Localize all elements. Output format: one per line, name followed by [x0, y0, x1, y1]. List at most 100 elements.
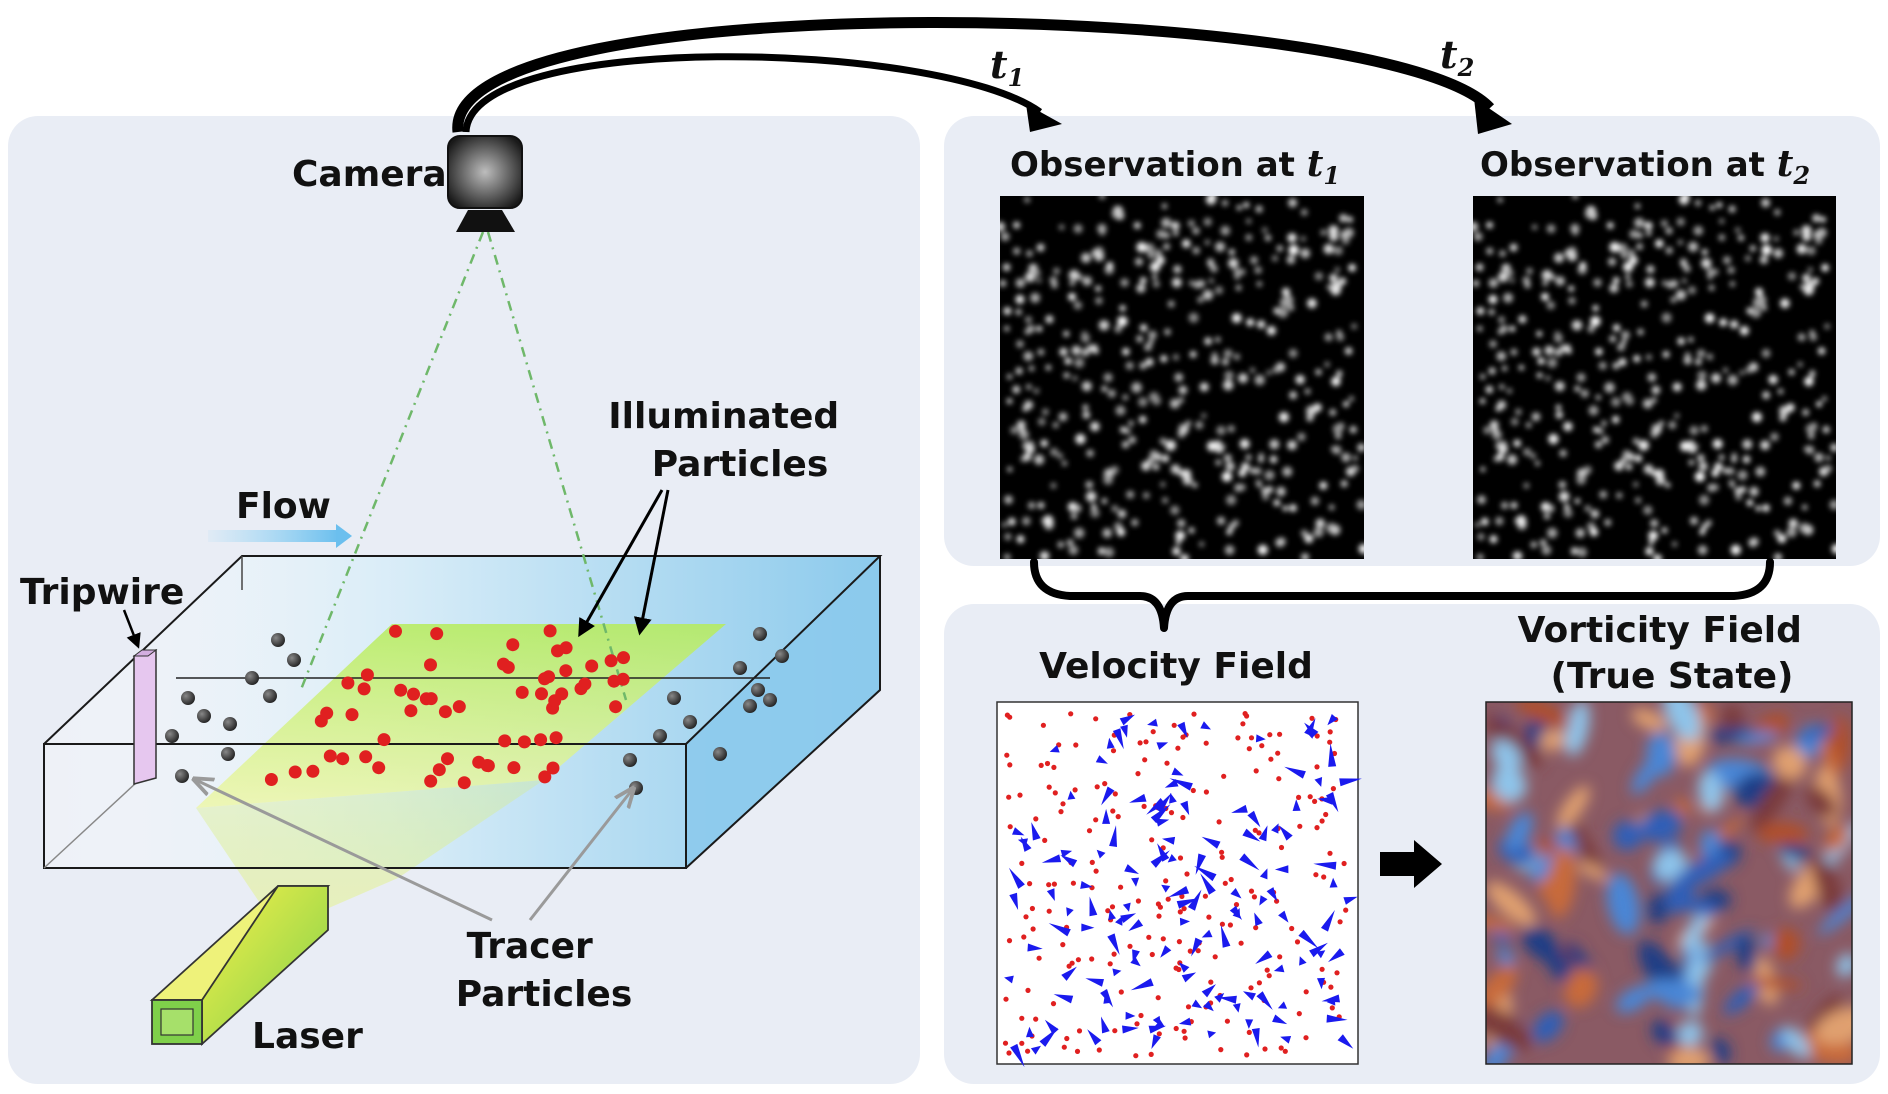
tracer-particle — [713, 747, 727, 761]
illuminated-particle — [389, 624, 402, 638]
observation-t1-title: Observation at t1 — [1010, 143, 1340, 190]
vorticity-field-title: Vorticity Field (True State) — [1518, 610, 1815, 697]
illuminated-particle — [609, 700, 623, 714]
illuminated-particle — [372, 761, 386, 775]
tracer-particle — [175, 769, 189, 783]
t2-label: t2 — [1440, 32, 1474, 82]
illuminated-particle — [430, 627, 444, 641]
illuminated-particle — [394, 683, 408, 697]
illuminated-particle — [515, 685, 529, 699]
illuminated-particle — [432, 763, 446, 777]
illuminated-particle — [542, 670, 556, 684]
illuminated-particle — [419, 692, 433, 706]
tripwire — [122, 609, 158, 785]
tracer-label-line1: Tracer — [467, 926, 593, 967]
observation-t2-title: Observation at t2 — [1480, 143, 1810, 190]
tracer-particle — [223, 717, 237, 731]
illuminated-particle — [574, 682, 588, 696]
illuminated-particle — [438, 705, 452, 719]
tracer-particle — [197, 709, 211, 723]
tracer-particle — [683, 715, 697, 729]
illuminated-pointers — [578, 489, 670, 638]
illuminated-particle — [534, 733, 548, 747]
illuminated-particle — [604, 654, 618, 668]
tracer-particle — [763, 693, 777, 707]
illuminated-particle — [360, 668, 374, 682]
illuminated-particle — [424, 774, 438, 788]
flow-arrow — [208, 524, 352, 548]
illuminated-label: Illuminated Particles — [608, 396, 851, 485]
tracer-particle — [263, 689, 277, 703]
illuminated-particle — [424, 658, 437, 672]
velocity-field-title: Velocity Field — [1039, 646, 1313, 687]
illuminated-particle — [498, 734, 512, 748]
observation-t1-image — [1000, 196, 1364, 559]
tracer-particle — [271, 633, 285, 647]
tracer-pointers — [196, 780, 632, 922]
illuminated-particle — [345, 708, 359, 722]
illuminated-particle — [543, 624, 557, 638]
tracer-particle — [221, 747, 235, 761]
flow-label: Flow — [236, 486, 331, 527]
illuminated-particle — [407, 687, 420, 701]
tracer-particle — [753, 627, 767, 641]
illuminated-particle — [538, 770, 552, 784]
laser-device — [149, 885, 331, 1047]
illuminated-particle — [617, 651, 630, 665]
camera-label: Camera — [292, 154, 447, 195]
camera-icon — [447, 135, 523, 209]
illuminated-particles — [264, 624, 630, 790]
tracer-particles — [165, 627, 789, 795]
arrow-t1 — [462, 53, 1043, 133]
brace — [1030, 558, 1774, 632]
illuminated-particle — [457, 776, 471, 790]
tracer-particle — [751, 683, 765, 697]
tracer-particle — [733, 661, 747, 675]
illuminated-label-line1: Illuminated — [608, 396, 839, 437]
camera — [447, 135, 523, 232]
illuminated-particle — [359, 750, 373, 764]
illuminated-particle — [506, 638, 520, 652]
laser-label: Laser — [252, 1016, 363, 1057]
illuminated-particle — [497, 657, 510, 671]
illuminated-particle — [452, 700, 466, 714]
vorticity-title-line1: Vorticity Field — [1518, 610, 1802, 651]
illuminated-particle — [535, 687, 548, 701]
vorticity-field-image — [1485, 701, 1853, 1065]
illuminated-particle — [551, 644, 564, 658]
tripwire-label: Tripwire — [20, 572, 184, 613]
illuminated-particle — [507, 761, 521, 775]
tracer-particle — [181, 691, 195, 705]
tracer-label: Tracer Particles — [456, 926, 633, 1015]
tracer-particle — [623, 753, 637, 767]
illuminated-particle — [336, 752, 350, 766]
illuminated-particle — [341, 676, 355, 690]
illuminated-particle — [441, 752, 454, 766]
illuminated-particle — [607, 674, 621, 688]
tracer-particle — [165, 729, 179, 743]
vorticity-title-line2: (True State) — [1551, 656, 1794, 697]
illuminated-particle — [377, 733, 391, 747]
observation-t2-image — [1473, 196, 1836, 559]
illuminated-particle — [546, 761, 560, 775]
tracer-particle — [775, 649, 789, 663]
illuminated-particle — [404, 704, 418, 718]
illuminated-particle — [548, 694, 562, 708]
tracer-particle — [287, 653, 301, 667]
camera-view-lines — [298, 231, 628, 701]
time-arrows — [452, 17, 1512, 134]
illuminated-particle — [288, 765, 302, 779]
illuminated-particle — [585, 659, 599, 673]
illuminated-particle — [549, 731, 563, 745]
arrow-t2 — [452, 17, 1495, 133]
tracer-particle — [653, 729, 667, 743]
tracer-particle — [667, 691, 681, 705]
tracer-label-line2: Particles — [456, 974, 633, 1015]
illuminated-particle — [306, 764, 320, 778]
tracer-particle — [743, 699, 757, 713]
right-arrow-icon — [1380, 840, 1442, 888]
illuminated-particle — [357, 682, 371, 696]
velocity-field-plot — [996, 701, 1362, 1068]
illuminated-particle — [472, 755, 486, 769]
